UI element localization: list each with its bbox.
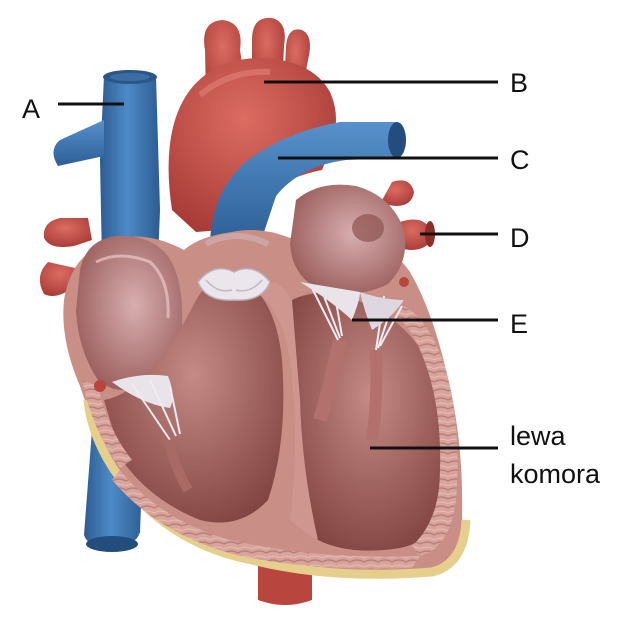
left-ventricle-wall bbox=[396, 306, 458, 556]
label-d: D bbox=[510, 223, 530, 253]
mitral-valve bbox=[300, 282, 360, 320]
papillary-muscle-left bbox=[313, 338, 347, 423]
label-left-ventricle-line2: komora bbox=[510, 459, 601, 489]
label-e: E bbox=[510, 309, 529, 339]
right-ventricle bbox=[104, 276, 284, 523]
right-atrium bbox=[76, 235, 183, 391]
leader-lines bbox=[58, 80, 498, 450]
label-b: B bbox=[510, 68, 529, 98]
apex-wall bbox=[112, 470, 420, 569]
label-c: C bbox=[510, 145, 530, 175]
label-left-ventricle-line1: lewa bbox=[510, 421, 566, 451]
label-a: A bbox=[22, 94, 41, 124]
left-atrium bbox=[290, 184, 406, 294]
tricuspid-valve bbox=[112, 374, 173, 408]
right-pulmonary-vein-lower bbox=[39, 262, 84, 296]
right-pulmonary-artery bbox=[53, 120, 104, 166]
right-pulmonary-vein-upper bbox=[43, 218, 92, 247]
chordae-tendineae-right bbox=[131, 379, 181, 441]
pulmonary-trunk bbox=[210, 122, 400, 242]
aorta bbox=[168, 58, 336, 232]
left-pulmonary-vein-upper bbox=[380, 180, 414, 206]
pulmonary-valve bbox=[197, 267, 271, 301]
superior-vena-cava bbox=[100, 73, 160, 262]
epicardial-fat bbox=[83, 399, 471, 579]
